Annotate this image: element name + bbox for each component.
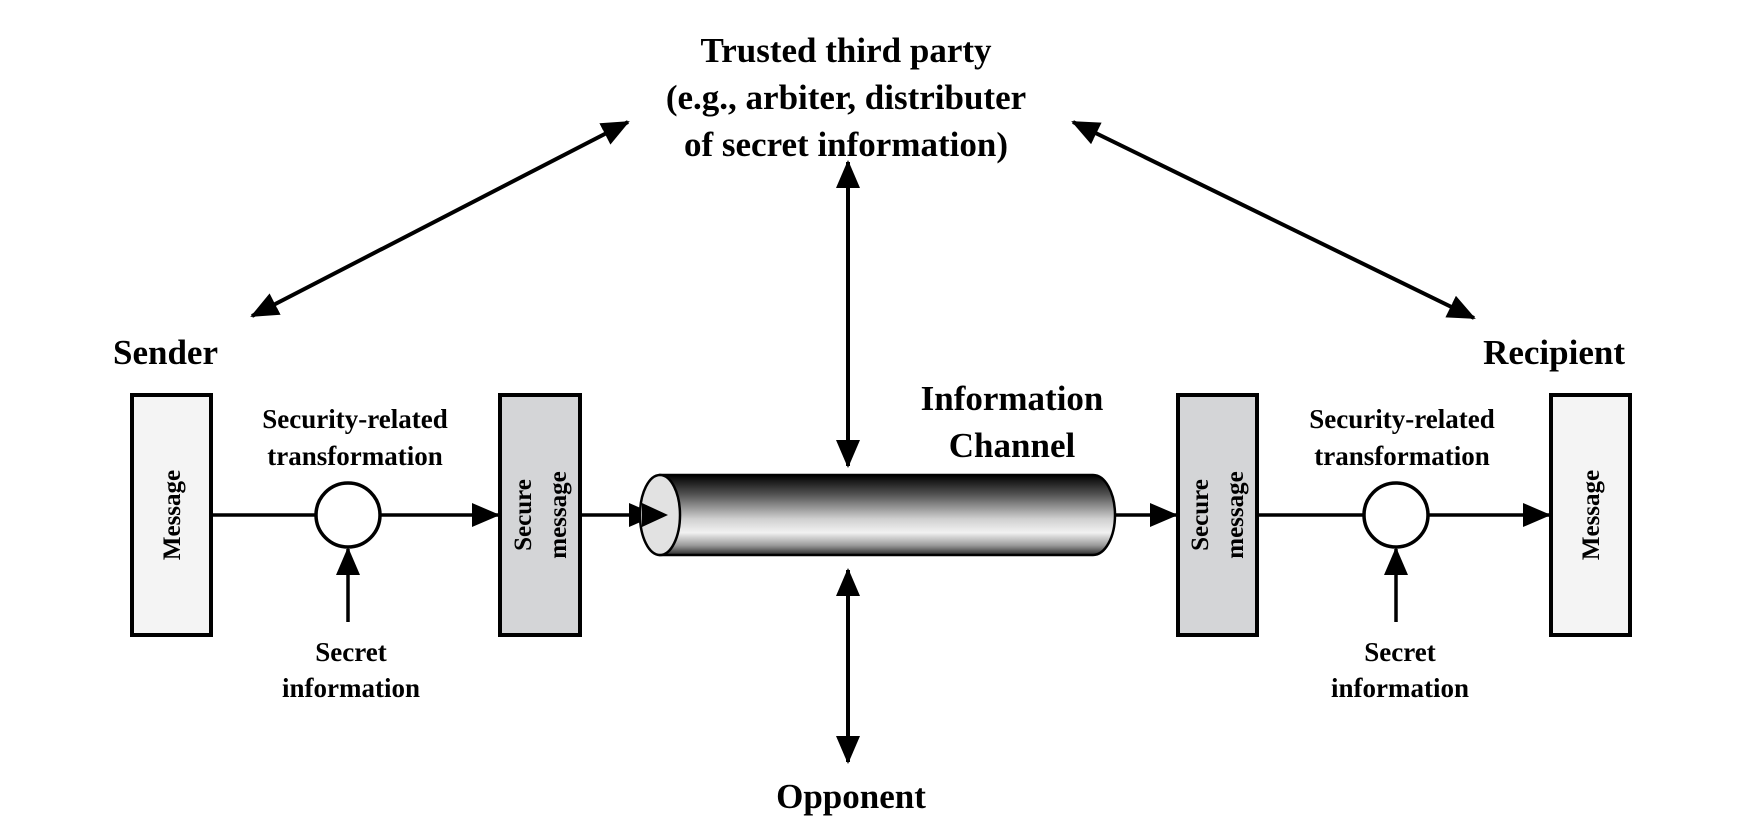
recipient-message-text: Message [1578, 470, 1605, 560]
trusted-party-line-1: Trusted third party [700, 31, 992, 70]
sender-transformation-node [314, 481, 382, 549]
opponent-label: Opponent [776, 777, 926, 816]
trusted-third-party-label: Trusted third party (e.g., arbiter, dist… [666, 31, 1026, 164]
sender-message-text: Message [159, 470, 186, 560]
sender-trusted-party-arrow [250, 120, 630, 318]
channel-label-line-1: Information [921, 379, 1104, 418]
recipient-secure-text-1: Secure [1187, 479, 1214, 551]
recipient-label: Recipient [1483, 333, 1625, 372]
sender-transformation-label-2: transformation [267, 441, 442, 471]
recipient-secure-text-2: message [1222, 471, 1249, 558]
sender-secret-label-1: Secret [315, 637, 386, 667]
channel-label-line-2: Channel [949, 426, 1076, 465]
sender-label: Sender [113, 333, 218, 372]
trusted-party-line-2: (e.g., arbiter, distributer [666, 78, 1026, 117]
sender-secret-label-2: information [282, 673, 420, 703]
trusted-party-line-3: of secret information) [684, 125, 1008, 164]
sender-transformation-label-1: Security-related [262, 404, 447, 434]
recipient-secret-label-1: Secret [1364, 637, 1435, 667]
recipient-transformation-node [1362, 481, 1430, 549]
sender-secure-text-1: Secure [510, 479, 537, 551]
information-channel-cylinder [638, 473, 1117, 557]
recipient-transformation-label-2: transformation [1314, 441, 1489, 471]
recipient-message-box [1549, 393, 1632, 637]
recipient-transformation-label-1: Security-related [1309, 404, 1494, 434]
sender-secure-text-2: message [545, 471, 572, 558]
recipient-trusted-party-arrow [1071, 120, 1476, 320]
recipient-secret-label-2: information [1331, 673, 1469, 703]
channel-entry-arrowhead [642, 503, 668, 527]
